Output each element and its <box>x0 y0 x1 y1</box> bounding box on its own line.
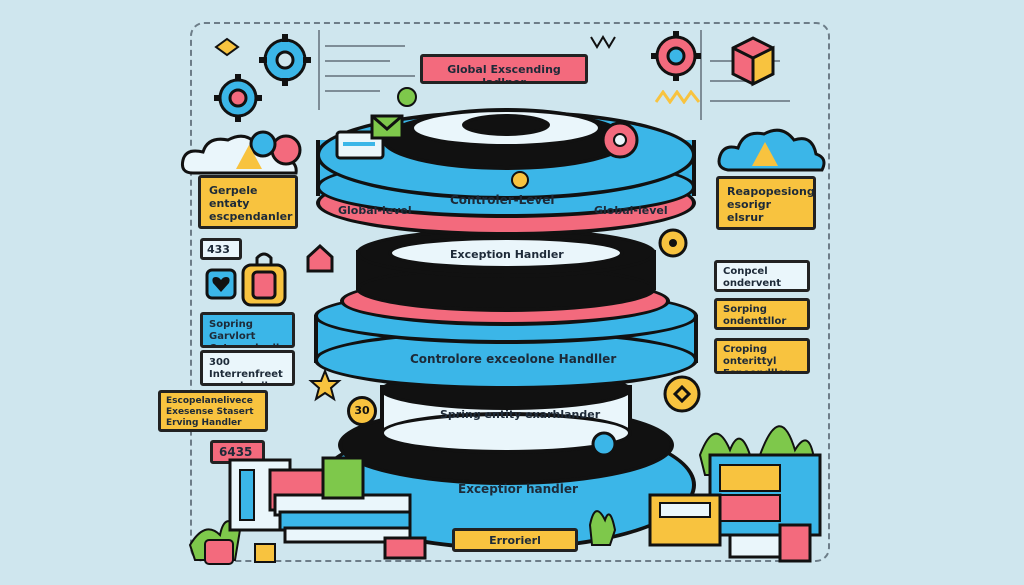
record-icon <box>601 121 639 159</box>
right-note-2: Conpcel ondervent escpedanller <box>714 260 810 292</box>
top-banner-text: Global Exscending ladlner <box>447 63 561 84</box>
warning-icon <box>752 142 778 166</box>
warning-icon <box>236 145 262 169</box>
controller-level-label: Controler-Level <box>450 193 555 207</box>
global-level-right-label: Global-level <box>594 204 668 217</box>
global-level-left-label: Global-level <box>338 204 412 217</box>
cart-pile-icon <box>588 425 822 563</box>
gear-icon <box>663 375 701 413</box>
spring-entity-handler-label: Spring entity exarhlander <box>440 408 601 421</box>
number-badge: 30 <box>347 396 377 426</box>
left-note-2: Sopring Garvlort Cotererdenller <box>200 312 295 348</box>
network-icon <box>214 37 240 57</box>
gear-icon <box>658 228 688 258</box>
book-pile-icon <box>188 456 427 565</box>
deco-line <box>325 45 405 47</box>
exception-handler-2-label: Exceptior handler <box>458 482 578 496</box>
left-note-2-text: Sopring Garvlort Cotererdenller <box>209 319 291 345</box>
envelope-icon <box>370 114 404 140</box>
controller-exception-handler-label: Controlore exceolone Handller <box>410 352 617 366</box>
right-note-4: Croping onterittyl Espoendller <box>714 338 810 374</box>
deco-line <box>325 90 380 92</box>
right-note-1: Reapopesiong esorigr elsrur <box>716 176 816 230</box>
badge-433-text: 433 <box>207 243 230 256</box>
star-icon <box>308 368 342 402</box>
badge-6435-text: 6435 <box>219 445 253 459</box>
gear-icon <box>651 31 701 81</box>
error-handler-banner-text: Errorierl Handller <box>489 534 542 549</box>
right-note-2-text: Conpcel ondervent escpedanller <box>723 266 782 289</box>
deco-line <box>710 80 760 82</box>
exception-handler-1-label: Exception Handler <box>450 248 564 261</box>
left-note-4: Escopelanelivece Exesense Stasert Erving… <box>158 390 268 432</box>
right-note-3: Sorping ondenttllor Sopporteller <box>714 298 810 330</box>
home-icon <box>306 243 334 273</box>
left-note-1-text: Gerpele entaty escpendanler <box>209 184 293 223</box>
deco-line <box>318 30 320 110</box>
cube-icon <box>731 36 775 87</box>
error-handler-banner: Errorierl Handller <box>452 528 578 552</box>
zigzag-icon <box>590 35 616 49</box>
stack-layer-top-hole <box>462 114 550 136</box>
left-note-3-text: 300 Interrenfreet servoheniler <box>209 357 283 383</box>
right-note-4-text: Croping onterittyl Espoendller <box>723 344 790 374</box>
left-note-4-text: Escopelanelivece Exesense Stasert Erving… <box>166 396 254 428</box>
deco-line <box>325 60 390 62</box>
right-note-1-text: Reapopesiong esorigr elsrur <box>727 185 815 224</box>
diagram-frame <box>190 22 830 562</box>
left-note-1: Gerpele entaty escpendanler <box>198 175 298 229</box>
gear-icon <box>214 74 262 122</box>
deco-line <box>325 75 415 77</box>
gear-icon <box>259 34 311 86</box>
deco-line <box>710 100 790 102</box>
deco-line <box>700 30 702 120</box>
right-note-3-text: Sorping ondenttllor Sopporteller <box>723 304 787 327</box>
left-note-3: 300 Interrenfreet servoheniler <box>200 350 295 386</box>
stack-layer-exception-inner <box>388 236 624 270</box>
lock-icon <box>241 252 287 307</box>
node-icon <box>511 171 529 189</box>
heart-icon <box>205 268 237 300</box>
zigzag-icon <box>655 90 700 104</box>
check-icon <box>397 87 417 107</box>
stack-layer-spring-bottom <box>380 412 632 454</box>
top-banner: Global Exscending ladlner <box>420 54 588 84</box>
record-icon <box>591 431 617 457</box>
badge-433: 433 <box>200 238 242 260</box>
